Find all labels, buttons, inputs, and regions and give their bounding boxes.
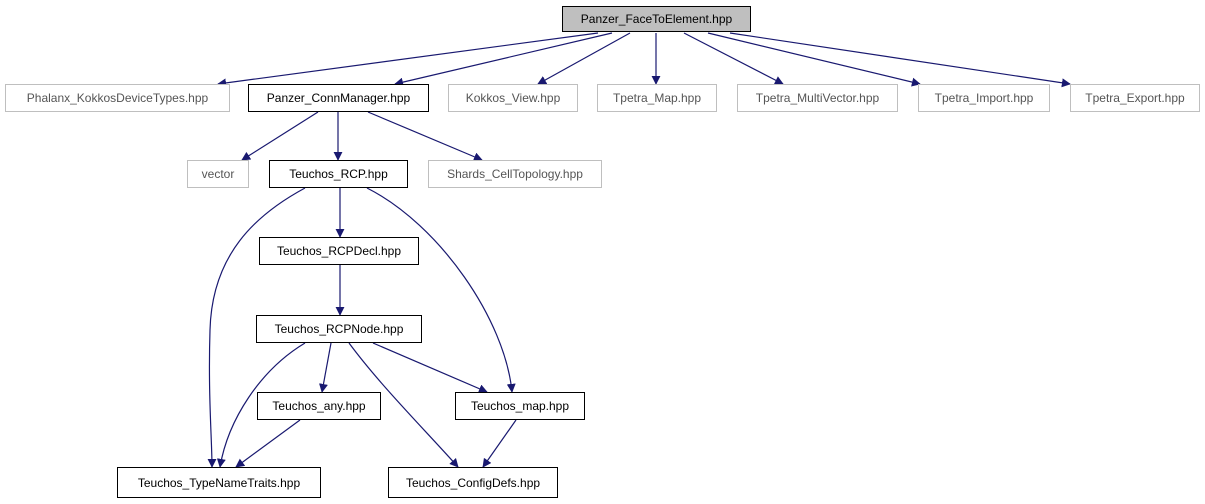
edge-panzer-face-to-element-to-kokkos-view: [537, 32, 631, 85]
node-panzer-conn-manager[interactable]: Panzer_ConnManager.hpp: [248, 84, 429, 112]
edge-teuchos-rcp-to-teuchos-typenametraits: [207, 187, 306, 468]
node-tpetra-multivector[interactable]: Tpetra_MultiVector.hpp: [737, 84, 898, 112]
node-teuchos-configdefs[interactable]: Teuchos_ConfigDefs.hpp: [388, 467, 558, 498]
node-shards-cell-topology[interactable]: Shards_CellTopology.hpp: [428, 160, 602, 188]
edge-teuchos-rcpnode-to-teuchos-typenametraits: [216, 342, 306, 468]
node-teuchos-rcpnode[interactable]: Teuchos_RCPNode.hpp: [256, 315, 422, 343]
node-panzer-face-to-element[interactable]: Panzer_FaceToElement.hpp: [562, 6, 751, 32]
node-teuchos-rcp[interactable]: Teuchos_RCP.hpp: [269, 160, 408, 188]
edge-panzer-conn-manager-to-vector: [241, 111, 319, 161]
edge-panzer-face-to-element-to-tpetra-multivector: [683, 32, 784, 85]
node-tpetra-import[interactable]: Tpetra_Import.hpp: [918, 84, 1050, 112]
node-kokkos-view[interactable]: Kokkos_View.hpp: [448, 84, 578, 112]
node-teuchos-rcpdecl[interactable]: Teuchos_RCPDecl.hpp: [259, 237, 419, 265]
edge-teuchos-any-to-teuchos-typenametraits: [235, 419, 301, 468]
edge-panzer-face-to-element-to-tpetra-export: [729, 32, 1071, 88]
node-teuchos-any[interactable]: Teuchos_any.hpp: [257, 392, 381, 420]
node-teuchos-typenametraits[interactable]: Teuchos_TypeNameTraits.hpp: [117, 467, 321, 498]
edge-teuchos-rcp-to-teuchos-map: [366, 187, 516, 393]
edge-teuchos-rcpnode-to-teuchos-any: [319, 342, 332, 393]
edge-panzer-conn-manager-to-shards-cell-topology: [367, 111, 483, 162]
node-teuchos-map[interactable]: Teuchos_map.hpp: [455, 392, 585, 420]
node-tpetra-map[interactable]: Tpetra_Map.hpp: [597, 84, 717, 112]
edge-panzer-face-to-element-to-tpetra-import: [707, 32, 921, 87]
node-phalanx-kokkos-device-types[interactable]: Phalanx_KokkosDeviceTypes.hpp: [5, 84, 230, 112]
edge-teuchos-rcpnode-to-teuchos-configdefs: [348, 342, 459, 468]
edge-teuchos-map-to-teuchos-configdefs: [482, 419, 517, 468]
edge-panzer-face-to-element-to-panzer-conn-manager: [394, 32, 613, 87]
node-tpetra-export[interactable]: Tpetra_Export.hpp: [1070, 84, 1200, 112]
node-vector[interactable]: vector: [187, 160, 249, 188]
edge-panzer-face-to-element-to-phalanx-kokkos-device-types: [217, 32, 599, 88]
edge-teuchos-rcpnode-to-teuchos-map: [372, 342, 488, 393]
